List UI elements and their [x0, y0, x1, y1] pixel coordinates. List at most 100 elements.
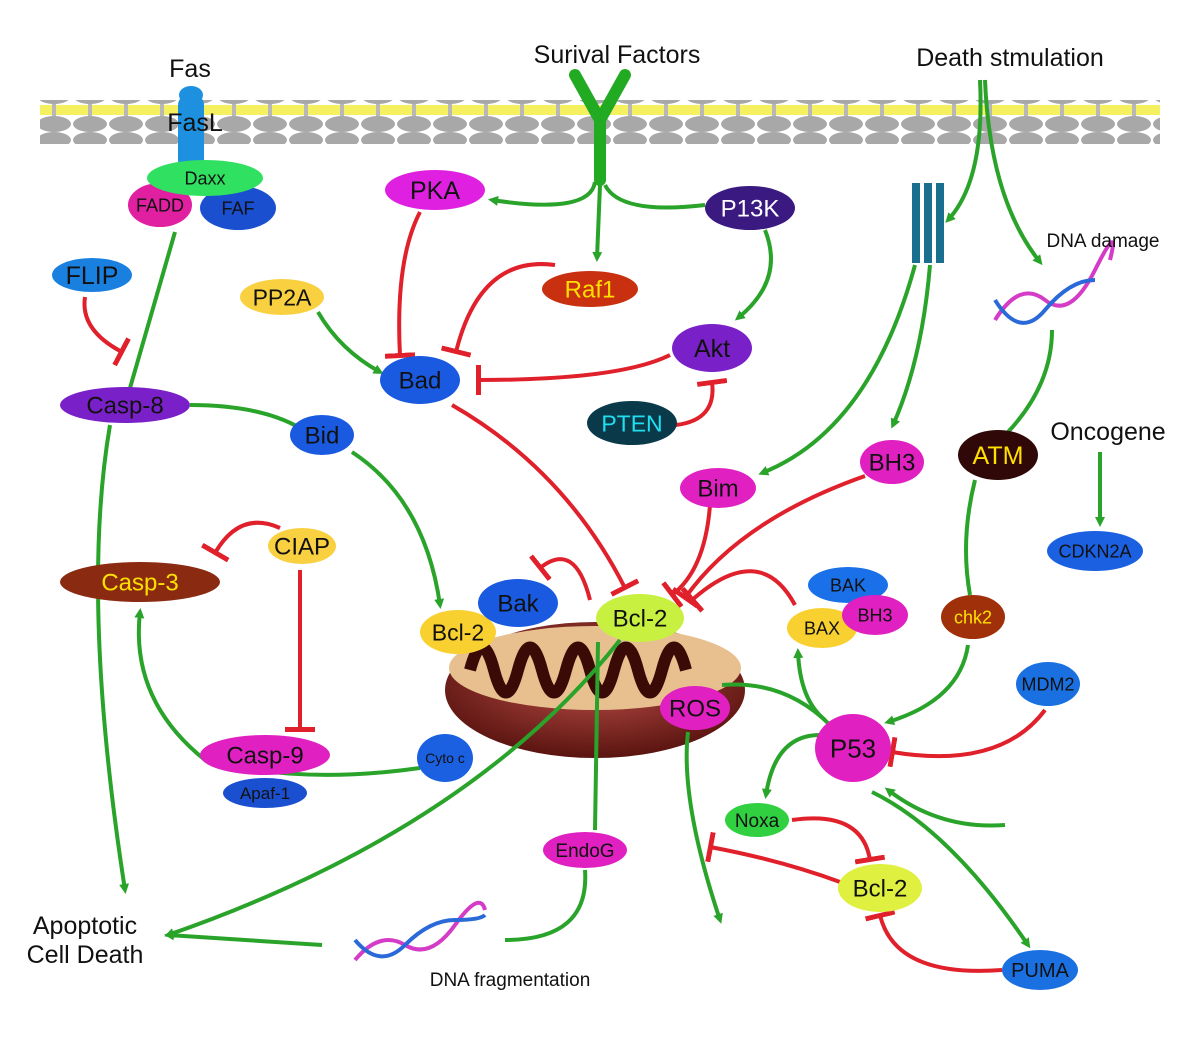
dna-helix-icon	[993, 240, 1115, 325]
activation-edge	[504, 869, 588, 942]
node-bcl2-left: Bcl-2	[420, 610, 496, 654]
node-label: Akt	[694, 335, 730, 363]
node-label: Casp-8	[86, 393, 163, 420]
node-label: PUMA	[1011, 960, 1069, 982]
activation-edge	[164, 930, 323, 947]
node-mdm2: MDM2	[1016, 662, 1080, 706]
node-shape	[240, 279, 324, 315]
node-pten: PTEN	[587, 401, 677, 445]
node-shape	[725, 803, 789, 837]
cell-death-label: Cell Death	[27, 941, 144, 969]
node-shape	[542, 271, 638, 307]
node-label: Raf1	[565, 277, 616, 304]
node-bcl2-bottom: Bcl-2	[838, 864, 922, 912]
node-bax: BAX	[787, 608, 857, 648]
inhibition-edge	[475, 353, 671, 396]
node-bid: Bid	[290, 415, 354, 455]
node-shape	[672, 324, 752, 372]
node-label: PKA	[410, 177, 460, 205]
node-label: Bcl-2	[432, 619, 484, 645]
node-bad: Bad	[380, 356, 460, 404]
node-label: CDKN2A	[1058, 541, 1131, 561]
node-shape	[52, 258, 132, 292]
node-daxx: Daxx	[147, 160, 263, 196]
death-receptor-channel	[912, 183, 944, 263]
node-label: CIAP	[274, 534, 330, 561]
node-label: BH3	[857, 605, 892, 625]
node-label: Bcl-2	[853, 876, 908, 903]
node-label: Bid	[305, 423, 340, 450]
node-label: Cyto c	[425, 750, 465, 766]
activation-edge	[96, 424, 130, 894]
node-shape	[680, 468, 756, 508]
node-cdkn2a: CDKN2A	[1047, 531, 1143, 571]
node-shape	[808, 567, 888, 603]
node-shape	[147, 160, 263, 196]
apoptotic-label: Apoptotic	[33, 912, 137, 940]
survival-factor-receptor	[569, 69, 631, 186]
activation-edge	[734, 229, 773, 321]
inhibition-edge	[864, 909, 1003, 973]
activation-edge	[871, 790, 1031, 949]
node-shape	[200, 735, 330, 775]
activation-edge	[721, 682, 832, 727]
activation-edge	[592, 184, 603, 262]
node-shape	[587, 401, 677, 445]
node-bak: Bak	[478, 579, 558, 627]
node-shape	[60, 562, 220, 602]
node-shape	[941, 595, 1005, 639]
node-bh3-cluster: BH3	[842, 595, 908, 635]
activation-edge	[488, 181, 597, 207]
node-shape	[417, 734, 473, 782]
inhibition-edge	[384, 211, 422, 359]
node-flip: FLIP	[52, 258, 132, 292]
activation-edge	[316, 310, 384, 374]
node-ciap: CIAP	[268, 528, 336, 564]
node-label: BAK	[830, 575, 866, 595]
activation-edge	[164, 638, 622, 938]
node-bim: Bim	[680, 468, 756, 508]
activation-edge	[593, 641, 600, 831]
node-label: FADD	[136, 195, 184, 215]
activation-edge	[1006, 329, 1054, 434]
inhibition-edge	[675, 378, 728, 427]
node-bak-cluster: BAK	[808, 567, 888, 603]
node-apaf1: Apaf-1	[223, 778, 307, 808]
activation-edge	[964, 479, 977, 596]
inhibition-edge	[82, 296, 131, 367]
node-label: Bad	[399, 368, 442, 395]
activation-edge	[890, 264, 932, 429]
node-label: EndoG	[555, 841, 614, 862]
activation-edge	[884, 787, 1006, 828]
mitochondrion	[445, 622, 745, 758]
fas-label: Fas	[169, 55, 211, 83]
node-shape	[385, 170, 485, 210]
node-label: Daxx	[184, 168, 225, 188]
node-label: FLIP	[66, 262, 119, 290]
fasl-label: FasL	[167, 109, 223, 137]
node-label: Bcl-2	[613, 606, 668, 633]
activation-edge	[884, 644, 970, 726]
fas-receptor	[178, 86, 204, 170]
node-label: PP2A	[253, 284, 312, 310]
activation-edge	[128, 231, 177, 389]
dna-helix-icon	[353, 900, 487, 962]
death-stimulation-label: Death stmulation	[916, 44, 1104, 72]
node-shape	[380, 356, 460, 404]
activation-edge	[189, 403, 301, 430]
node-label: Bim	[697, 476, 738, 503]
node-bh3: BH3	[860, 440, 924, 484]
node-shape	[958, 430, 1038, 480]
node-label: Bak	[497, 591, 539, 618]
node-label: ROS	[669, 696, 721, 723]
node-label: Apaf-1	[240, 784, 290, 803]
node-endog: EndoG	[543, 832, 627, 868]
dna-fragmentation-label: DNA fragmentation	[430, 970, 591, 991]
oncogene-label: Oncogene	[1050, 418, 1165, 446]
inhibition-edge	[887, 708, 1047, 768]
node-atm: ATM	[958, 430, 1038, 480]
node-shape	[838, 864, 922, 912]
node-faf: FAF	[200, 186, 276, 230]
